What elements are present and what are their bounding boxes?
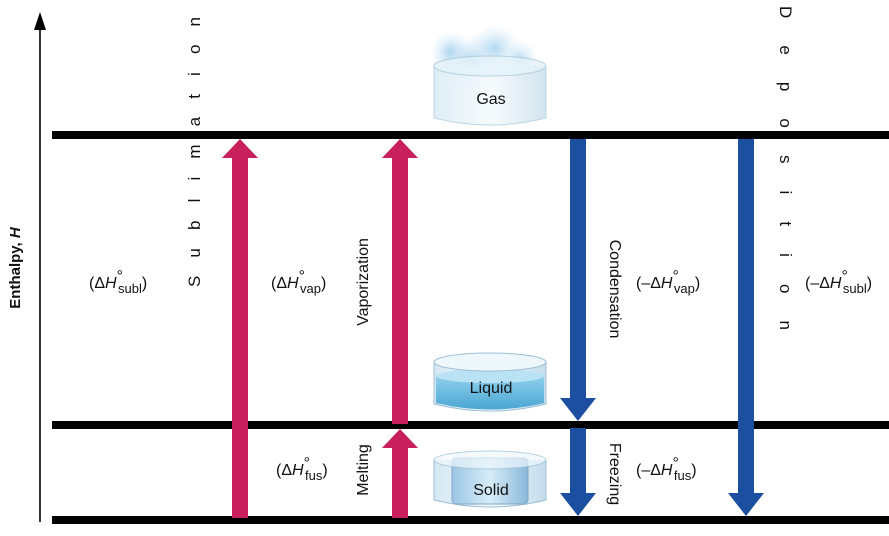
vaporization-label: Vaporization — [355, 238, 372, 326]
delta-h-fus-label: (ΔH°fus) — [276, 455, 328, 483]
liquid-container: Liquid — [433, 352, 547, 412]
neg-delta-h-subl-label: (–ΔH°subl) — [805, 268, 872, 296]
solid-label: Solid — [473, 482, 509, 499]
enthalpy-axis: Enthalpy, H — [7, 12, 46, 522]
freezing-label: Freezing — [606, 443, 623, 505]
freezing-arrow-icon — [560, 428, 596, 516]
neg-delta-h-vap-label: (–ΔH°vap) — [636, 268, 700, 296]
delta-h-subl-label: (ΔH°subl) — [89, 268, 147, 296]
condensation-arrow-icon — [560, 139, 596, 421]
gas-level-line — [52, 131, 889, 139]
sublimation-label: Sublimation — [185, 17, 204, 287]
condensation-label: Condensation — [606, 240, 623, 339]
liquid-fill — [436, 376, 544, 410]
axis-title: Enthalpy, H — [7, 226, 24, 309]
deposition-arrow-icon — [728, 139, 764, 516]
solid-level-line — [52, 516, 889, 524]
delta-h-vap-label: (ΔH°vap) — [271, 268, 326, 296]
gas-container: Gas — [430, 24, 547, 126]
liquid-label: Liquid — [470, 380, 513, 397]
vaporization-arrow-icon — [382, 139, 418, 424]
melting-label: Melting — [355, 444, 372, 496]
melting-arrow-icon — [382, 429, 418, 518]
solid-container: Solid — [433, 450, 547, 508]
axis-arrowhead-icon — [34, 12, 46, 30]
sublimation-arrow-icon — [222, 139, 258, 518]
liquid-level-line — [52, 421, 889, 429]
liquid-surface — [436, 369, 544, 383]
gas-label: Gas — [476, 91, 505, 108]
deposition-label: Deposition — [776, 6, 795, 330]
neg-delta-h-fus-label: (–ΔH°fus) — [636, 455, 697, 483]
